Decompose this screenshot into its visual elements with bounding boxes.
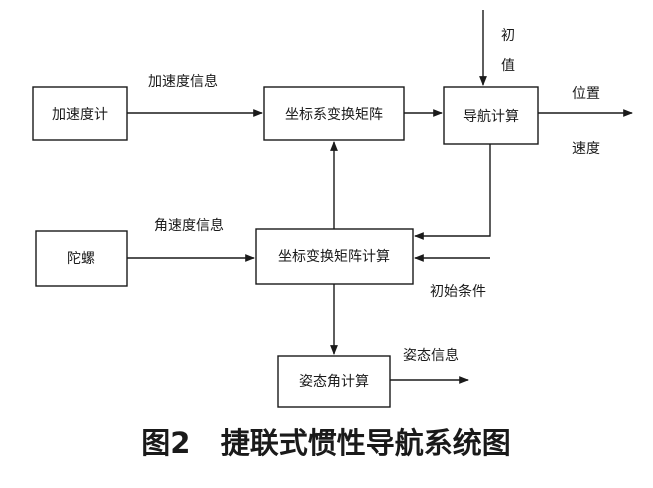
figure-caption: 图2 捷联式惯性导航系统图: [141, 426, 510, 460]
block-navigation-calc-label: 导航计算: [463, 109, 519, 125]
label-initial-value-2: 值: [501, 58, 515, 74]
block-matrix-calc: 坐标变换矩阵计算: [255, 228, 414, 285]
label-initial-condition: 初始条件: [430, 283, 486, 300]
label-velocity: 速度: [572, 141, 600, 157]
block-attitude-calc-label: 姿态角计算: [299, 374, 369, 390]
block-navigation-calc: 导航计算: [443, 86, 539, 145]
block-gyroscope: 陀螺: [35, 230, 128, 287]
block-coord-transform-matrix: 坐标系变换矩阵: [263, 86, 405, 141]
block-attitude-calc: 姿态角计算: [277, 355, 391, 408]
label-angular-rate-info: 角速度信息: [154, 217, 224, 234]
block-accelerometer: 加速度计: [32, 86, 128, 141]
block-gyroscope-label: 陀螺: [67, 251, 95, 267]
block-accelerometer-label: 加速度计: [52, 107, 108, 123]
label-attitude-info: 姿态信息: [403, 347, 459, 364]
label-initial-value-1: 初: [501, 27, 515, 44]
arrow-nav-to-matrix-calc: [414, 144, 491, 240]
label-position: 位置: [572, 86, 600, 102]
label-accel-info: 加速度信息: [148, 73, 218, 90]
block-coord-transform-matrix-label: 坐标系变换矩阵: [285, 106, 383, 123]
block-matrix-calc-label: 坐标变换矩阵计算: [278, 248, 390, 265]
